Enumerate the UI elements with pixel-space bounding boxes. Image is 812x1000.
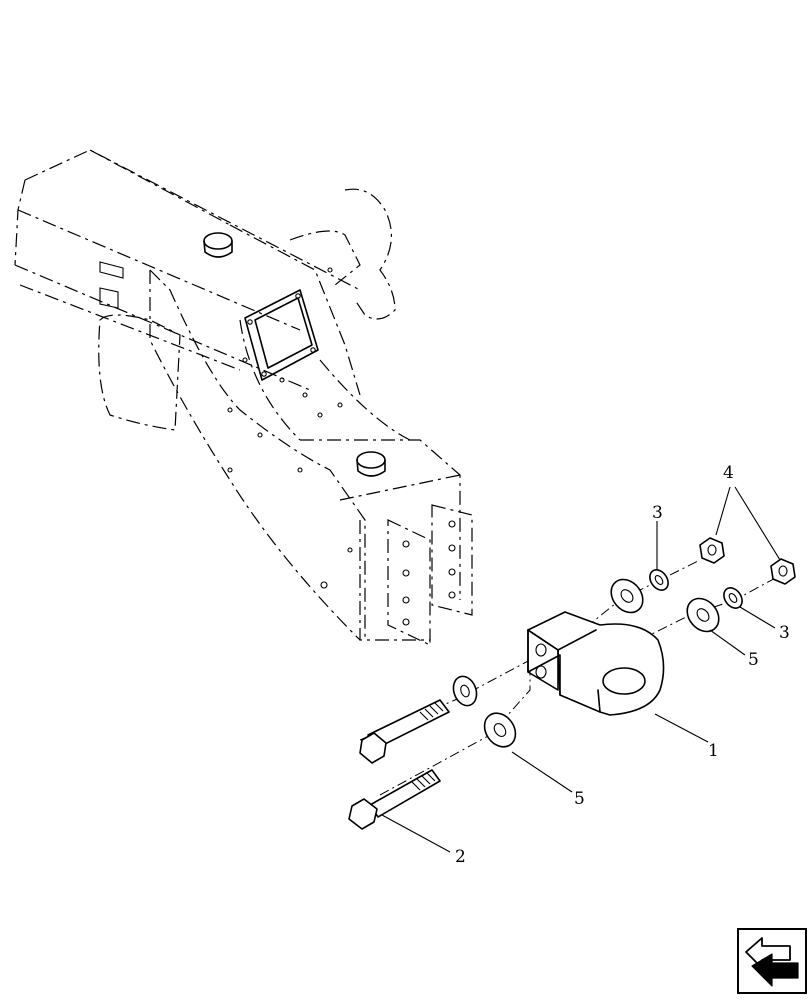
hex-nut-right: [770, 558, 796, 585]
callout-2: 2: [455, 847, 466, 867]
callout-5-lower: 5: [574, 789, 585, 809]
callout-5-right: 5: [748, 650, 759, 670]
washer-left-upper: [452, 675, 478, 707]
callout-1: 1: [708, 741, 719, 761]
callout-4: 4: [723, 463, 734, 483]
washer-left-lower: [483, 712, 517, 748]
washer-right-upper: [610, 578, 644, 614]
hex-nut-left: [699, 537, 725, 564]
lock-washer-upper: [649, 569, 669, 591]
bolt-lower: [348, 769, 441, 830]
callout-3-right: 3: [779, 623, 790, 643]
washer-right-lower: [686, 597, 720, 633]
leader-lines: [381, 486, 781, 853]
previous-page-arrow-icon[interactable]: [737, 928, 807, 994]
lock-washer-right: [723, 587, 743, 609]
tow-hook-part: [527, 611, 665, 716]
tractor-frame-phantom: [14, 149, 473, 646]
bolt-upper: [359, 699, 450, 764]
callout-3-upper: 3: [652, 503, 663, 523]
